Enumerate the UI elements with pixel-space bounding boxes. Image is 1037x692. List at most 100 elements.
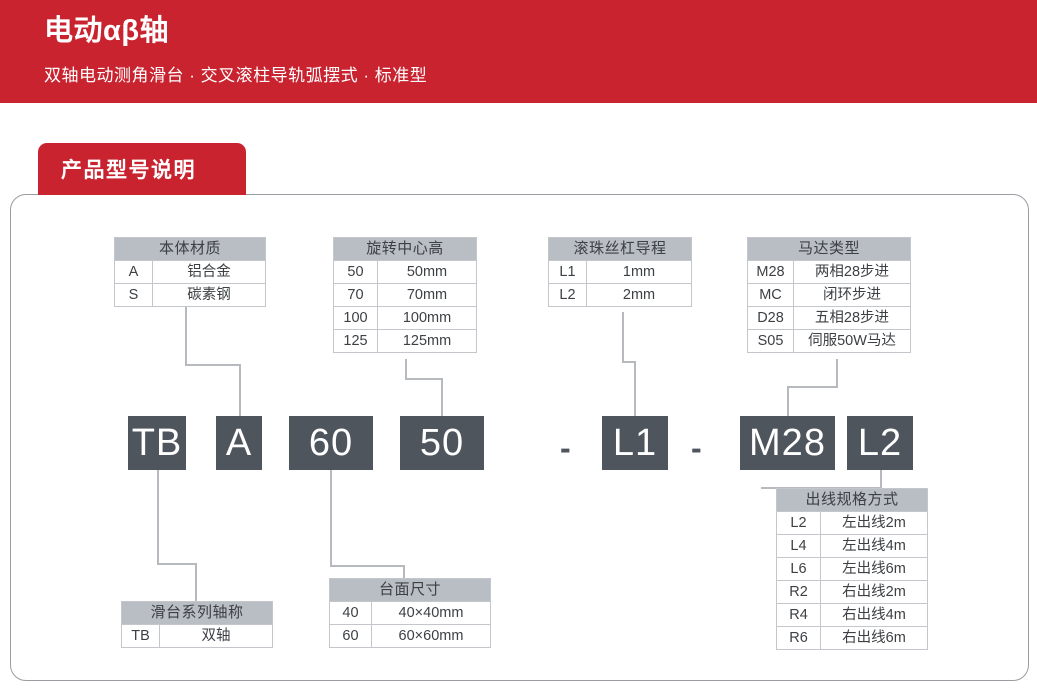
cell-code: R4	[777, 604, 821, 626]
connector-series-axis-v	[157, 470, 159, 564]
section-tab-label: 产品型号说明	[61, 159, 196, 182]
cell-desc: 碳素钢	[187, 287, 231, 303]
connector-motor-type-h	[787, 386, 838, 388]
page-subtitle: 双轴电动测角滑台 · 交叉滚柱导轨弧摆式 · 标准型	[44, 66, 428, 85]
table-row: R6 右出线6m	[777, 626, 927, 649]
cell-desc: 闭环步进	[823, 287, 881, 303]
cell-code: L2	[549, 284, 587, 306]
cell-desc: 60×60mm	[398, 628, 464, 644]
cell-code: L2	[777, 512, 821, 534]
cell-desc: 左出线4m	[842, 538, 906, 554]
table-row: S 碳素钢	[115, 283, 265, 306]
table-row: L1 1mm	[549, 260, 691, 283]
page-header-banner	[0, 0, 1037, 103]
code-box-cable-outlet-text: L2	[857, 421, 903, 464]
connector-table-size-v	[330, 470, 332, 566]
table-row: L4 左出线4m	[777, 534, 927, 557]
cell-desc: 伺服50W马达	[808, 333, 896, 349]
connector-series-axis-h	[157, 563, 197, 565]
table-row: L6 左出线6m	[777, 557, 927, 580]
cell-desc: 1mm	[622, 264, 656, 280]
connector-rotation-height-v1	[405, 359, 407, 379]
table-motor-type-title: 马达类型	[748, 238, 910, 260]
table-row: L2 2mm	[549, 283, 691, 306]
code-box-table-size-text: 60	[308, 421, 354, 464]
cell-code: 125	[334, 330, 378, 352]
connector-motor-type-v2	[787, 386, 789, 416]
table-row: M28 两相28步进	[748, 260, 910, 283]
code-box-table-size: 60	[289, 416, 373, 470]
cell-code: 50	[334, 261, 378, 283]
cell-desc: 左出线6m	[842, 561, 906, 577]
cell-code: R6	[777, 627, 821, 649]
connector-ball-screw-h	[622, 361, 636, 363]
table-row: 100 100mm	[334, 306, 476, 329]
cell-code: S05	[748, 330, 794, 352]
connector-ball-screw-v1	[622, 312, 624, 362]
cell-desc: 右出线6m	[842, 630, 906, 646]
code-box-center-height: 50	[400, 416, 484, 470]
cell-desc: 2mm	[622, 287, 656, 303]
connector-table-size-v2	[403, 565, 405, 579]
cell-code: L6	[777, 558, 821, 580]
code-dash-2-text: -	[691, 430, 702, 466]
code-box-series-text: TB	[131, 421, 183, 464]
table-row: MC 闭环步进	[748, 283, 910, 306]
table-row: 60 60×60mm	[330, 624, 490, 647]
connector-body-material-v2	[239, 364, 241, 416]
cell-desc: 70mm	[406, 287, 448, 303]
section-tab-product-model: 产品型号说明	[38, 143, 246, 195]
cell-code: D28	[748, 307, 794, 329]
code-dash-1: -	[560, 432, 571, 464]
connector-body-material-h	[185, 364, 241, 366]
table-cable-outlet-title: 出线规格方式	[777, 489, 927, 511]
table-cable-outlet: 出线规格方式 L2 左出线2m L4 左出线4m L6 左出线6m R2 右出线…	[776, 488, 928, 650]
connector-rotation-height-v2	[441, 378, 443, 416]
cell-code: M28	[748, 261, 794, 283]
table-row: 125 125mm	[334, 329, 476, 352]
table-row: R4 右出线4m	[777, 603, 927, 626]
code-box-screw-lead: L1	[602, 416, 668, 470]
connector-motor-type-v1	[836, 359, 838, 387]
code-box-material-text: A	[225, 421, 253, 464]
cell-code: L4	[777, 535, 821, 557]
connector-cable-outlet-v	[880, 470, 882, 488]
cell-desc: 100mm	[402, 310, 452, 326]
table-row: 70 70mm	[334, 283, 476, 306]
table-series-axis-name-title: 滑台系列轴称	[122, 602, 272, 624]
table-motor-type: 马达类型 M28 两相28步进 MC 闭环步进 D28 五相28步进 S05 伺…	[747, 237, 911, 353]
table-body-material: 本体材质 A 铝合金 S 碳素钢	[114, 237, 266, 307]
code-box-center-height-text: 50	[419, 421, 465, 464]
table-body-material-title: 本体材质	[115, 238, 265, 260]
cell-code: L1	[549, 261, 587, 283]
cell-desc: 两相28步进	[814, 264, 890, 280]
cell-desc: 左出线2m	[842, 515, 906, 531]
cell-desc: 50mm	[406, 264, 448, 280]
cell-desc: 125mm	[402, 333, 452, 349]
table-rotation-center-height: 旋转中心高 50 50mm 70 70mm 100 100mm 125 125m…	[333, 237, 477, 353]
cell-desc: 40×40mm	[398, 605, 464, 621]
cell-desc: 双轴	[201, 628, 231, 644]
cell-code: R2	[777, 581, 821, 603]
table-row: A 铝合金	[115, 260, 265, 283]
connector-table-size-h	[330, 565, 405, 567]
page-title: 电动αβ轴	[44, 15, 170, 47]
table-row: TB 双轴	[122, 624, 272, 647]
table-row: 40 40×40mm	[330, 601, 490, 624]
code-box-series: TB	[128, 416, 186, 470]
table-table-size-title: 台面尺寸	[330, 579, 490, 601]
cell-code: S	[115, 284, 153, 306]
connector-body-material-v1	[185, 306, 187, 365]
code-box-motor-type-text: M28	[749, 421, 826, 464]
cell-code: 70	[334, 284, 378, 306]
table-row: R2 右出线2m	[777, 580, 927, 603]
code-box-cable-outlet: L2	[847, 416, 913, 470]
code-dash-1-text: -	[560, 430, 571, 466]
cell-desc: 五相28步进	[814, 310, 890, 326]
cell-code: A	[115, 261, 153, 283]
table-row: D28 五相28步进	[748, 306, 910, 329]
cell-code: MC	[748, 284, 794, 306]
table-row: S05 伺服50W马达	[748, 329, 910, 352]
table-row: L2 左出线2m	[777, 511, 927, 534]
cell-desc: 铝合金	[187, 264, 231, 280]
